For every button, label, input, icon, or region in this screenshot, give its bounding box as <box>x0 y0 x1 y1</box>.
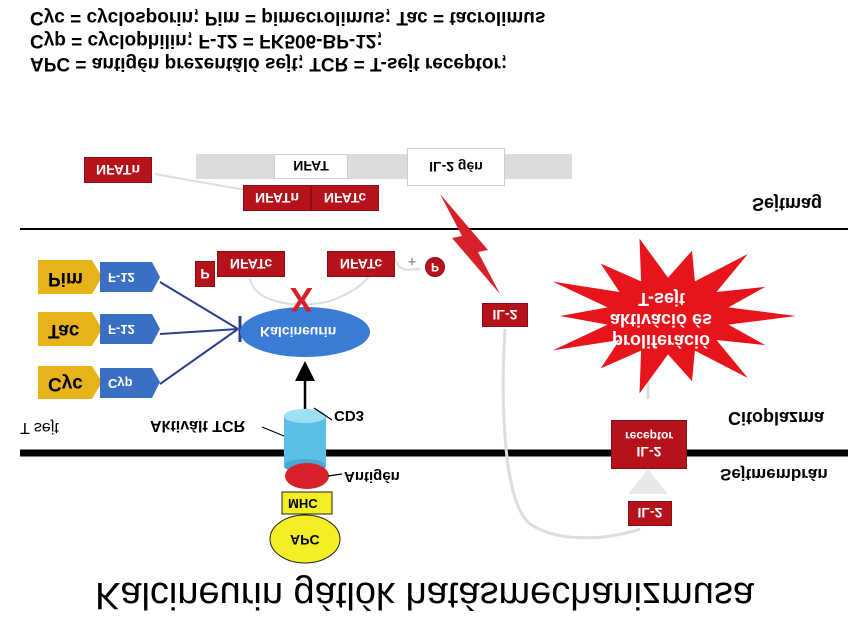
nfat-c-box-complex: NFATc <box>311 185 379 211</box>
burst-line-2: aktiváció és <box>610 310 713 330</box>
p-box: P <box>195 261 215 287</box>
nucleus-gray-band <box>196 154 572 179</box>
nfat-n-box-left: NFATn <box>84 157 152 183</box>
tcr-cylinder-top <box>284 409 326 423</box>
compartment-nucleus: Sejtmag <box>752 194 823 214</box>
il2-cytoplasm-box: IL-2 <box>482 303 528 327</box>
tcr-pointer <box>261 426 285 437</box>
drug-label-cyc: Cyc <box>48 373 83 394</box>
apc-ellipse <box>269 514 341 564</box>
antigen-pointer <box>327 473 343 477</box>
il2-receptor-line2: receptor <box>624 429 674 444</box>
t-cell-activation-burst <box>552 238 796 394</box>
partner-tag-f12-a <box>100 314 160 344</box>
inhibition-line-pim <box>159 281 239 330</box>
legend-line-2: Cyp = cyclophilin; F-12 = FK506-BP-12; <box>30 30 383 51</box>
legend-line-1: APC = antigén prezentáló sejt; TCR = T-s… <box>30 53 508 74</box>
cd3-pointer <box>313 407 333 421</box>
nfat-c-box-free: NFATc <box>327 251 395 277</box>
label-antigen: Antigén <box>344 468 400 485</box>
drug-tag-cyc <box>38 366 102 399</box>
page-title: Kalcineurin gátlók hatásmechanizmusa <box>95 574 755 616</box>
nfat-n-box-complex: NFATn <box>243 185 311 211</box>
tcr-cylinder-body <box>284 416 326 466</box>
label-apc: APC <box>290 532 320 548</box>
calcineurin-ellipse <box>240 307 370 357</box>
drug-label-pim: Pim <box>48 268 83 289</box>
nfat-box: NFAT <box>274 154 348 179</box>
label-mhc: MHC <box>288 496 318 511</box>
partner-tag-f12-b <box>100 262 160 292</box>
compartment-t-cell: T sejt <box>20 419 59 436</box>
burst-line-3: proliferáció <box>612 331 711 351</box>
compartment-membrane: Sejtmembrán <box>720 465 828 484</box>
partner-label-f12-a: F-12 <box>108 322 135 337</box>
label-activated-tcr: Aktivált TCR <box>150 417 246 434</box>
drug-tag-pim <box>38 260 102 294</box>
lightning-bolt <box>440 194 500 294</box>
partner-label-f12-b: F-12 <box>108 270 135 285</box>
compartment-cytoplasm: Citoplazma <box>728 408 825 428</box>
antigen-ellipse <box>285 463 329 489</box>
receptor-gray-arrow <box>628 469 668 494</box>
plus-sign: + <box>408 254 417 270</box>
nfat-c-box-phospho: NFATc <box>217 251 285 277</box>
nfat-curve-2 <box>249 273 371 306</box>
il2-receptor-box: IL-2 receptor <box>611 420 687 469</box>
drug-label-tac: Tac <box>48 320 80 341</box>
label-cd3: CD3 <box>334 407 365 424</box>
legend-line-3: Cyc = cyclosporin; Pim = pimecrolimus; T… <box>30 7 546 28</box>
partner-tag-cyp <box>100 368 160 398</box>
inhibition-line-tac <box>159 328 239 335</box>
mhc-rect <box>281 491 333 515</box>
drug-tag-tac <box>38 312 102 346</box>
il2-gene-box: IL-2 gén <box>407 148 505 186</box>
burst-line-1: T-sejt <box>638 289 686 309</box>
il2-receptor-line1: IL-2 <box>636 444 662 461</box>
p-circle: P <box>425 257 445 277</box>
p-curve <box>394 258 421 271</box>
partner-label-cyp: Cyp <box>108 376 133 391</box>
il2-outside-box: IL-2 <box>628 501 672 526</box>
block-mark: X <box>290 280 313 318</box>
inhibition-line-cyc <box>159 328 239 385</box>
calcineurin-label: Kalcineurin <box>260 324 337 340</box>
il2-secretion-curve <box>501 328 641 540</box>
